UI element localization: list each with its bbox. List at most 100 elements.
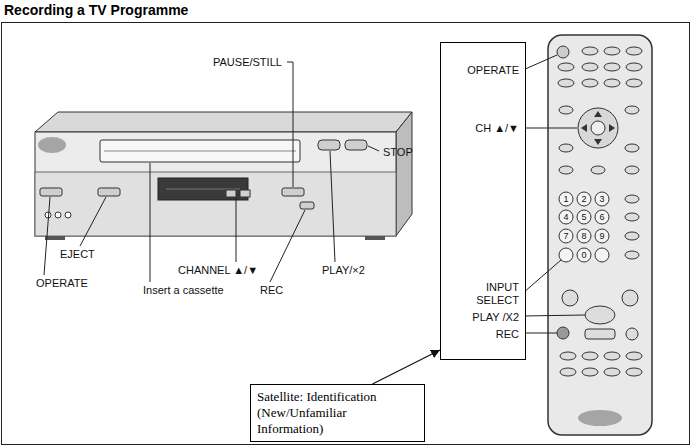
play-button <box>318 140 340 150</box>
key-number: 7 <box>563 231 568 241</box>
input-select-key <box>559 248 573 262</box>
part-label: CHANNEL ▲/▼ <box>178 264 258 277</box>
remote-button <box>625 106 639 114</box>
logo-blur <box>38 137 66 153</box>
cassette-slot <box>100 140 300 162</box>
leader-line <box>80 197 106 246</box>
remote-button <box>591 166 605 174</box>
remote-button <box>625 144 639 152</box>
remote-button <box>604 79 620 87</box>
logo-blur <box>578 410 622 426</box>
figure-frame <box>2 23 690 445</box>
part-label: EJECT <box>60 248 95 261</box>
remote-button <box>625 166 639 174</box>
rec-button <box>557 327 569 339</box>
leader-line <box>368 146 379 151</box>
number-key <box>577 210 591 224</box>
direction-pad-centre <box>591 121 605 135</box>
leader-line <box>523 260 561 293</box>
remote-button <box>625 195 639 203</box>
remote-button <box>604 47 620 55</box>
figure-title: Recording a TV Programme <box>4 2 188 18</box>
vcr-front-face <box>35 132 396 236</box>
vcr-top-face <box>35 112 412 132</box>
stop-button <box>345 140 367 150</box>
button-label: INPUT SELECT <box>469 281 519 307</box>
direction-pad <box>578 108 618 148</box>
leader-line <box>287 62 293 187</box>
leader-line <box>236 198 237 262</box>
satellite-box: Satellite: Identification (New/Unfamilia… <box>250 384 425 442</box>
key-number: 9 <box>599 231 604 241</box>
button-label: OPERATE <box>467 64 519 77</box>
remote-button <box>582 63 598 71</box>
remote-label-box: OPERATECH ▲/▼INPUT SELECTPLAY /X2REC <box>440 42 526 360</box>
number-key <box>559 210 573 224</box>
vcr-unit <box>35 112 412 240</box>
number-key <box>577 192 591 206</box>
pause-button <box>282 188 304 196</box>
remote-button <box>557 46 569 58</box>
remote-body <box>548 35 652 435</box>
number-key <box>577 229 591 243</box>
vcr-foot <box>45 236 65 240</box>
number-key <box>595 229 609 243</box>
direction-arrows <box>581 111 615 145</box>
remote-button <box>626 79 642 87</box>
remote-button <box>582 352 598 360</box>
channel-down-button <box>240 190 250 197</box>
slot-flap <box>104 151 296 152</box>
note-text: Satellite: Identification (New/Unfamilia… <box>257 389 407 437</box>
remote-button <box>625 251 639 259</box>
leader-line <box>523 55 557 70</box>
remote-button <box>582 368 598 376</box>
vcr-foot <box>365 236 385 240</box>
input-jack <box>65 212 71 218</box>
connector-arrow <box>373 350 441 384</box>
part-label: PAUSE/STILL <box>213 56 282 69</box>
remote-button <box>626 47 642 55</box>
display-segment <box>166 189 240 190</box>
remote-button <box>604 352 620 360</box>
rec-button <box>300 202 314 209</box>
button-label: PLAY /X2 <box>472 311 519 324</box>
key-number: 6 <box>599 212 604 222</box>
part-label: REC <box>260 284 283 297</box>
vcr-side-face <box>396 112 412 236</box>
input-jack <box>55 212 61 218</box>
key-number: 3 <box>599 194 604 204</box>
leader-line <box>44 197 50 275</box>
stop-button <box>585 329 615 339</box>
part-label: OPERATE <box>36 277 88 290</box>
pause-button <box>626 328 638 340</box>
number-key <box>595 192 609 206</box>
play-button <box>585 306 615 324</box>
number-key <box>595 248 609 262</box>
operate-button <box>40 188 62 196</box>
number-key <box>559 192 573 206</box>
remote-leader-lines <box>523 55 585 333</box>
number-key <box>559 229 573 243</box>
remote-button <box>560 368 576 376</box>
part-label: Insert a cassette <box>143 284 224 297</box>
part-label: STOP <box>383 146 413 159</box>
remote-button <box>558 63 574 71</box>
remote-button <box>559 144 573 152</box>
vcr-display <box>158 178 248 200</box>
fast-forward-button <box>622 290 638 306</box>
number-key <box>595 210 609 224</box>
remote-control <box>548 35 652 435</box>
key-number: 1 <box>563 194 568 204</box>
number-key <box>577 248 591 262</box>
remote-button <box>625 213 639 221</box>
remote-button <box>582 47 598 55</box>
remote-button <box>604 368 620 376</box>
key-number: 5 <box>581 212 586 222</box>
remote-button <box>604 63 620 71</box>
vcr-lower-panel <box>35 172 396 236</box>
key-number: 2 <box>581 194 586 204</box>
key-number: 8 <box>581 231 586 241</box>
channel-up-button <box>226 190 236 197</box>
